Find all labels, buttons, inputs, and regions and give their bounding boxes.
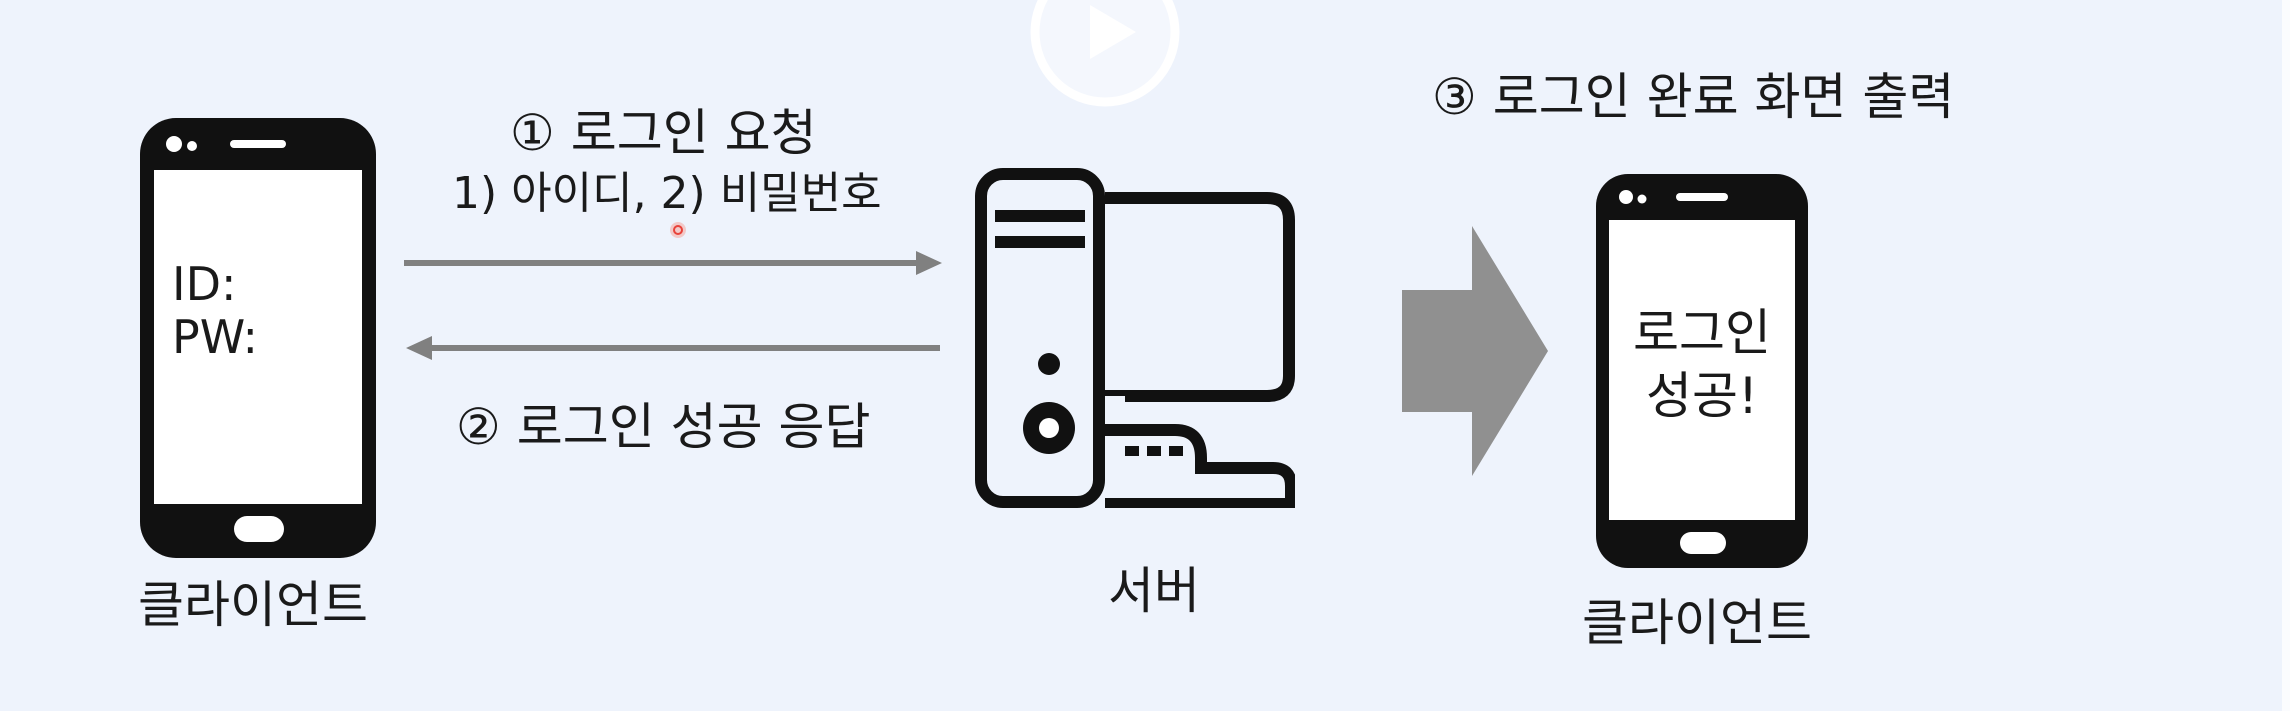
play-button-icon[interactable] bbox=[1028, 0, 1182, 109]
login-success-line2: 성공! bbox=[1645, 366, 1759, 425]
step2-label: ② 로그인 성공 응답 bbox=[456, 398, 871, 456]
pw-field-label: PW: bbox=[172, 309, 259, 364]
server-computer-icon bbox=[975, 168, 1295, 508]
login-success-message: 로그인 성공! bbox=[1612, 302, 1792, 427]
request-arrow bbox=[404, 251, 942, 275]
client-right-label: 클라이언트 bbox=[1582, 594, 1812, 652]
client-left-label: 클라이언트 bbox=[138, 576, 368, 634]
cursor-dot-icon bbox=[670, 222, 686, 238]
response-arrow bbox=[406, 336, 940, 360]
step3-label: ③ 로그인 완료 화면 출력 bbox=[1432, 68, 1955, 126]
step1-title: ① 로그인 요청 bbox=[510, 104, 817, 162]
id-field-label: ID: bbox=[172, 257, 237, 311]
phone-icon bbox=[140, 118, 376, 558]
step1-detail: 1) 아이디, 2) 비밀번호 bbox=[452, 168, 882, 219]
right-arrow-icon bbox=[1402, 226, 1548, 476]
server-label: 서버 bbox=[1108, 562, 1200, 620]
login-form-fields: ID: PW: bbox=[172, 258, 258, 364]
phone-icon bbox=[1596, 174, 1808, 568]
right-edge-strip bbox=[2282, 0, 2290, 711]
login-success-line1: 로그인 bbox=[1633, 304, 1771, 362]
